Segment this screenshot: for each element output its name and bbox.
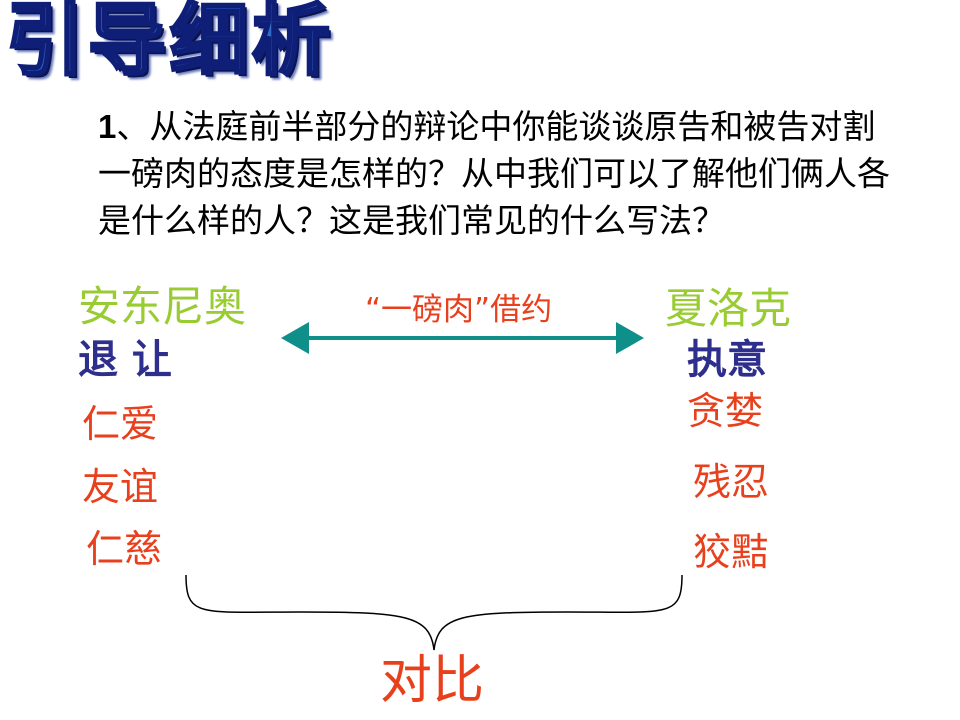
shylock-trait: 狡黠 bbox=[693, 530, 770, 574]
question-number: 1 bbox=[98, 108, 117, 145]
arrow-label: “一磅肉”借约 bbox=[365, 292, 553, 328]
slide-title: 引导细析 bbox=[4, 0, 335, 86]
shylock-trait: 贪婪 bbox=[687, 389, 764, 433]
shylock-attitude: 执意 bbox=[687, 337, 767, 383]
shylock-name: 夏洛克 bbox=[665, 284, 792, 333]
antonio-trait: 仁爱 bbox=[82, 402, 159, 446]
antonio-trait: 仁慈 bbox=[86, 527, 163, 571]
question-text: 1、从法庭前半部分的辩论中你能谈谈原告和被告对割一磅肉的态度是怎样的？从中我们可… bbox=[98, 103, 898, 244]
shylock-trait: 残忍 bbox=[693, 460, 770, 504]
grouping-brace bbox=[185, 574, 683, 651]
conclusion-label: 对比 bbox=[380, 651, 485, 711]
antonio-name: 安东尼奥 bbox=[78, 282, 247, 331]
question-body: 、从法庭前半部分的辩论中你能谈谈原告和被告对割一磅肉的态度是怎样的？从中我们可以… bbox=[98, 107, 890, 240]
antonio-attitude: 退 让 bbox=[78, 337, 172, 383]
antonio-trait: 友谊 bbox=[82, 465, 159, 509]
